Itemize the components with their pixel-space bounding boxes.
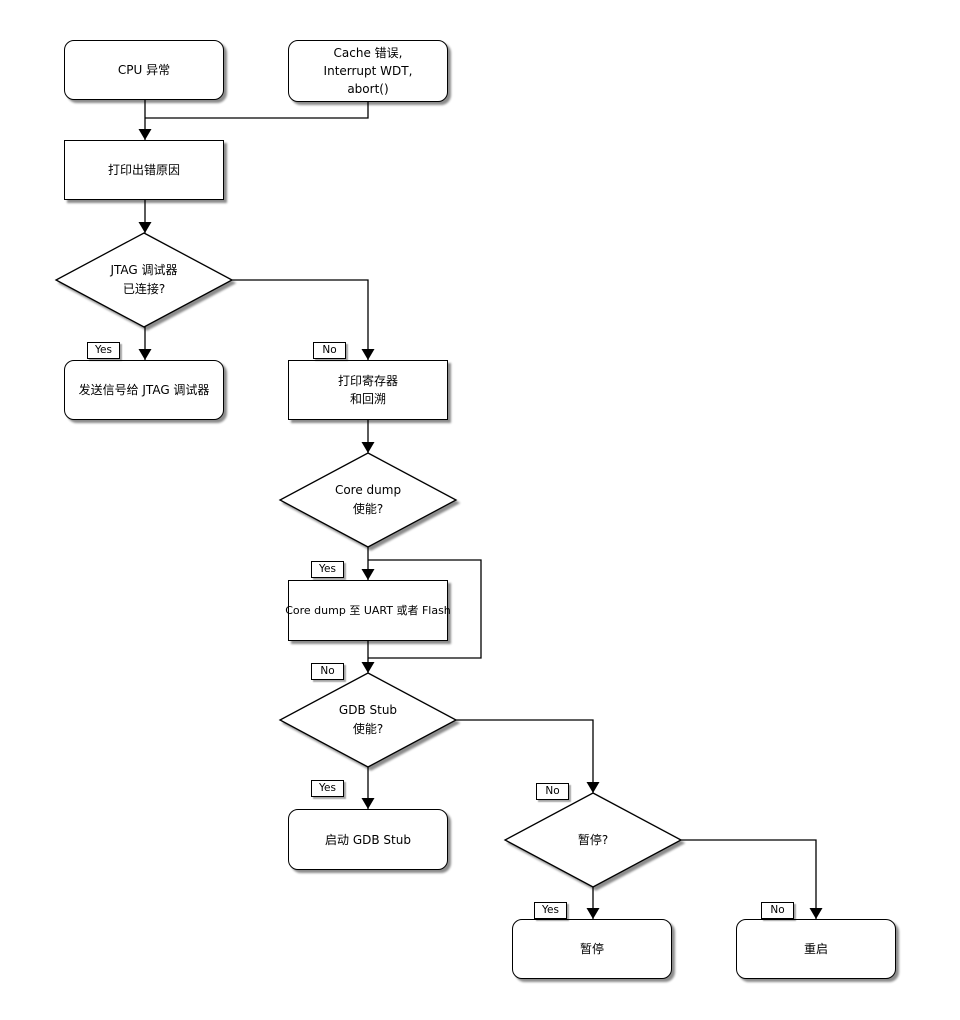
decision-core-dump-enabled-label: Core dump 使能? bbox=[278, 481, 458, 519]
arrowhead bbox=[361, 442, 375, 453]
edge-label-halt-yes: Yes bbox=[534, 902, 567, 919]
arrowhead bbox=[361, 798, 375, 809]
arrowhead bbox=[138, 349, 152, 360]
arrowhead bbox=[361, 662, 375, 673]
edge-gdb-no bbox=[456, 719, 594, 793]
arrowhead bbox=[586, 908, 600, 919]
edge-coredump-no-bypass bbox=[368, 559, 482, 659]
edge-cache-merge bbox=[145, 102, 369, 119]
arrowhead bbox=[361, 569, 375, 580]
decision-coredump-line1: Core dump bbox=[334, 483, 402, 497]
node-cpu-exception: CPU 异常 bbox=[64, 40, 224, 100]
edge-label-gdb-no: No bbox=[536, 783, 569, 800]
decision-gdb-line1: GDB Stub bbox=[338, 703, 398, 717]
decision-gdb-stub-enabled-label: GDB Stub 使能? bbox=[278, 701, 458, 739]
edge-jtag-no bbox=[232, 279, 369, 360]
node-cache-error-line2: Interrupt WDT, bbox=[323, 64, 413, 78]
edge-haltq-no bbox=[681, 839, 817, 919]
node-start-gdb-stub: 启动 GDB Stub bbox=[288, 809, 448, 870]
decision-jtag-line2: 已连接? bbox=[122, 282, 166, 296]
edge-label-core-dump-no: No bbox=[311, 663, 344, 680]
decision-coredump-line2: 使能? bbox=[352, 502, 384, 516]
decision-gdb-stub-enabled-shape bbox=[278, 672, 458, 768]
node-cache-error: Cache 错误, Interrupt WDT, abort() bbox=[288, 40, 448, 102]
arrowhead bbox=[138, 129, 152, 140]
node-reboot: 重启 bbox=[736, 919, 896, 979]
decision-halt-question-label: 暂停? bbox=[577, 833, 609, 847]
decision-core-dump-enabled-shape bbox=[278, 452, 458, 548]
arrowhead bbox=[809, 908, 823, 919]
decision-halt-question-shape bbox=[503, 792, 683, 888]
decision-gdb-line2: 使能? bbox=[352, 722, 384, 736]
node-send-signal-jtag: 发送信号给 JTAG 调试器 bbox=[64, 360, 224, 420]
arrowhead bbox=[361, 349, 375, 360]
edge-label-jtag-no: No bbox=[313, 342, 346, 359]
decision-jtag-connected-label: JTAG 调试器 已连接? bbox=[54, 261, 234, 299]
edge-label-gdb-yes: Yes bbox=[311, 780, 344, 797]
edge-label-jtag-yes: Yes bbox=[87, 342, 120, 359]
node-print-registers-line1: 打印寄存器 bbox=[337, 374, 398, 388]
edge-label-halt-no: No bbox=[761, 902, 794, 919]
node-cache-error-line1: Cache 错误, bbox=[333, 46, 403, 60]
arrowhead bbox=[138, 222, 152, 233]
node-core-dump-target: Core dump 至 UART 或者 Flash bbox=[285, 580, 451, 641]
node-print-registers: 打印寄存器 和回溯 bbox=[288, 360, 448, 420]
node-print-error-reason: 打印出错原因 bbox=[64, 140, 224, 200]
edge-label-core-dump-yes: Yes bbox=[311, 561, 344, 578]
node-halt: 暂停 bbox=[512, 919, 672, 979]
node-cache-error-line3: abort() bbox=[347, 82, 389, 96]
node-print-registers-line2: 和回溯 bbox=[349, 392, 386, 406]
arrowhead bbox=[586, 782, 600, 793]
decision-jtag-line1: JTAG 调试器 bbox=[110, 263, 178, 277]
decision-jtag-connected-shape bbox=[54, 232, 234, 328]
